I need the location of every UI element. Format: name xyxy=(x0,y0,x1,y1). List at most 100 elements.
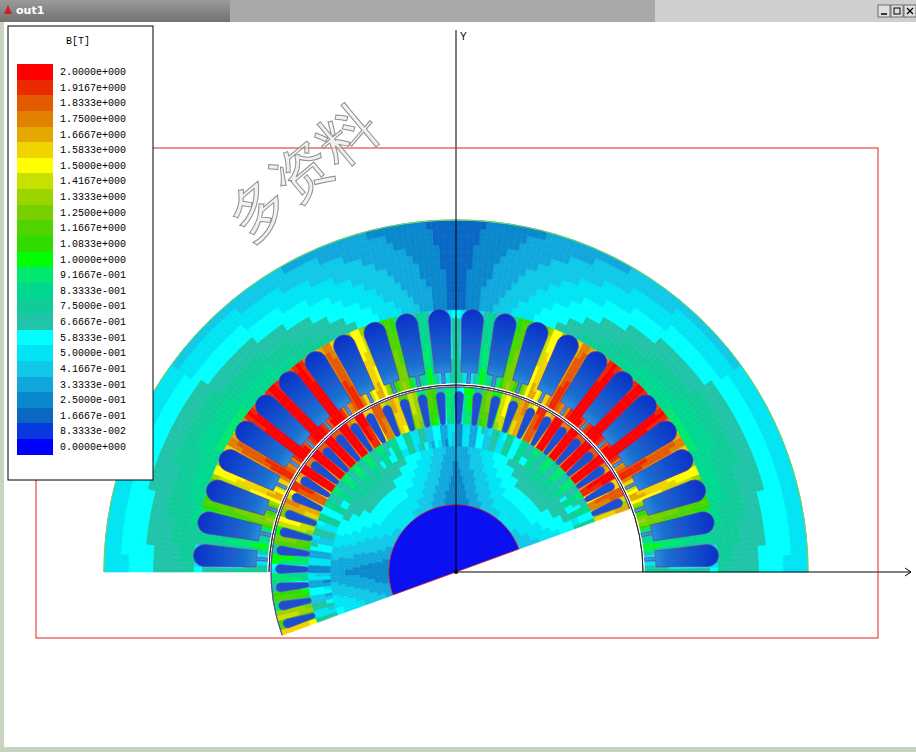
field-cell xyxy=(775,566,783,572)
field-cell xyxy=(472,261,478,269)
field-cell xyxy=(470,294,475,302)
field-cell xyxy=(441,285,446,293)
field-cell xyxy=(686,568,694,572)
field-cell xyxy=(466,285,471,293)
field-cell xyxy=(758,550,766,556)
field-cell xyxy=(718,567,726,572)
field-cell xyxy=(742,557,750,562)
field-cell xyxy=(444,220,450,228)
field-cell xyxy=(479,229,486,238)
field-cell xyxy=(447,302,452,310)
field-cell xyxy=(433,237,439,245)
field-cell xyxy=(750,551,758,557)
field-cell xyxy=(792,566,800,572)
field-cell xyxy=(470,302,475,310)
field-cell xyxy=(437,294,442,302)
field-cell xyxy=(466,277,471,285)
field-cell xyxy=(477,270,483,279)
field-cell xyxy=(784,566,792,572)
field-cell xyxy=(775,549,783,555)
field-cell xyxy=(445,261,451,269)
field-cell xyxy=(451,285,456,293)
field-cell xyxy=(798,535,807,542)
field-cell xyxy=(453,375,456,383)
field-cell xyxy=(751,561,759,566)
field-cell xyxy=(485,238,492,247)
field-cell xyxy=(461,261,467,269)
field-cell xyxy=(718,558,726,563)
field-cell xyxy=(456,342,460,350)
field-cell xyxy=(783,554,791,560)
field-cell xyxy=(468,220,474,228)
field-cell xyxy=(451,301,456,309)
field-cell xyxy=(702,568,710,572)
field-cell xyxy=(661,568,669,572)
field-cell xyxy=(759,567,767,572)
maximize-button xyxy=(891,5,903,17)
field-cell xyxy=(743,567,751,572)
field-cell xyxy=(483,254,489,263)
field-cell xyxy=(451,293,456,301)
field-cell xyxy=(450,236,456,244)
field-cell xyxy=(456,375,459,383)
field-cell xyxy=(726,567,734,572)
field-cell xyxy=(446,277,451,285)
field-cell xyxy=(678,568,686,572)
field-cell xyxy=(435,269,441,277)
field-cell xyxy=(432,229,438,237)
field-cell xyxy=(456,285,461,293)
field-cell xyxy=(492,222,499,231)
field-cell xyxy=(456,310,461,318)
field-cell xyxy=(473,237,479,245)
field-cell xyxy=(456,277,461,285)
field-cell xyxy=(751,567,759,572)
field-cell xyxy=(441,294,446,302)
field-cell xyxy=(468,228,474,236)
field-cell xyxy=(452,367,456,375)
field-cell xyxy=(471,286,476,294)
field-cell xyxy=(452,318,456,326)
field-cell xyxy=(452,326,456,334)
field-cell xyxy=(480,221,487,230)
field-cell xyxy=(452,359,456,367)
field-cell xyxy=(456,228,462,236)
field-cell xyxy=(694,568,702,572)
field-cell xyxy=(791,548,799,554)
field-cell xyxy=(444,228,450,236)
field-cell xyxy=(462,220,468,228)
field-cell xyxy=(645,569,653,572)
field-cell xyxy=(427,245,433,254)
field-cell xyxy=(782,543,791,549)
field-cell xyxy=(799,541,808,548)
field-cell xyxy=(452,350,456,358)
field-cell xyxy=(478,253,484,262)
field-cell xyxy=(800,566,808,572)
field-cell xyxy=(451,269,456,277)
field-cell xyxy=(767,555,775,561)
field-cell xyxy=(486,221,493,230)
field-cell xyxy=(474,302,479,310)
field-cell xyxy=(442,302,447,310)
field-cell xyxy=(734,557,742,562)
minimize-button xyxy=(878,5,890,17)
field-cell xyxy=(783,560,791,566)
title-bar xyxy=(230,0,655,22)
field-cell xyxy=(790,542,799,549)
field-cell xyxy=(446,293,451,301)
field-cell xyxy=(451,277,456,285)
field-cell xyxy=(456,334,460,342)
field-cell xyxy=(445,253,451,261)
field-cell xyxy=(473,245,479,253)
field-cell xyxy=(462,236,468,244)
field-cell xyxy=(456,302,461,310)
field-cell xyxy=(456,220,462,228)
field-cell xyxy=(735,567,743,572)
field-cell xyxy=(462,245,468,253)
field-cell xyxy=(456,261,461,269)
field-cell xyxy=(462,228,468,236)
field-cell xyxy=(759,556,767,562)
field-cell xyxy=(475,286,481,295)
field-cell xyxy=(751,556,759,562)
field-cell xyxy=(436,286,441,294)
